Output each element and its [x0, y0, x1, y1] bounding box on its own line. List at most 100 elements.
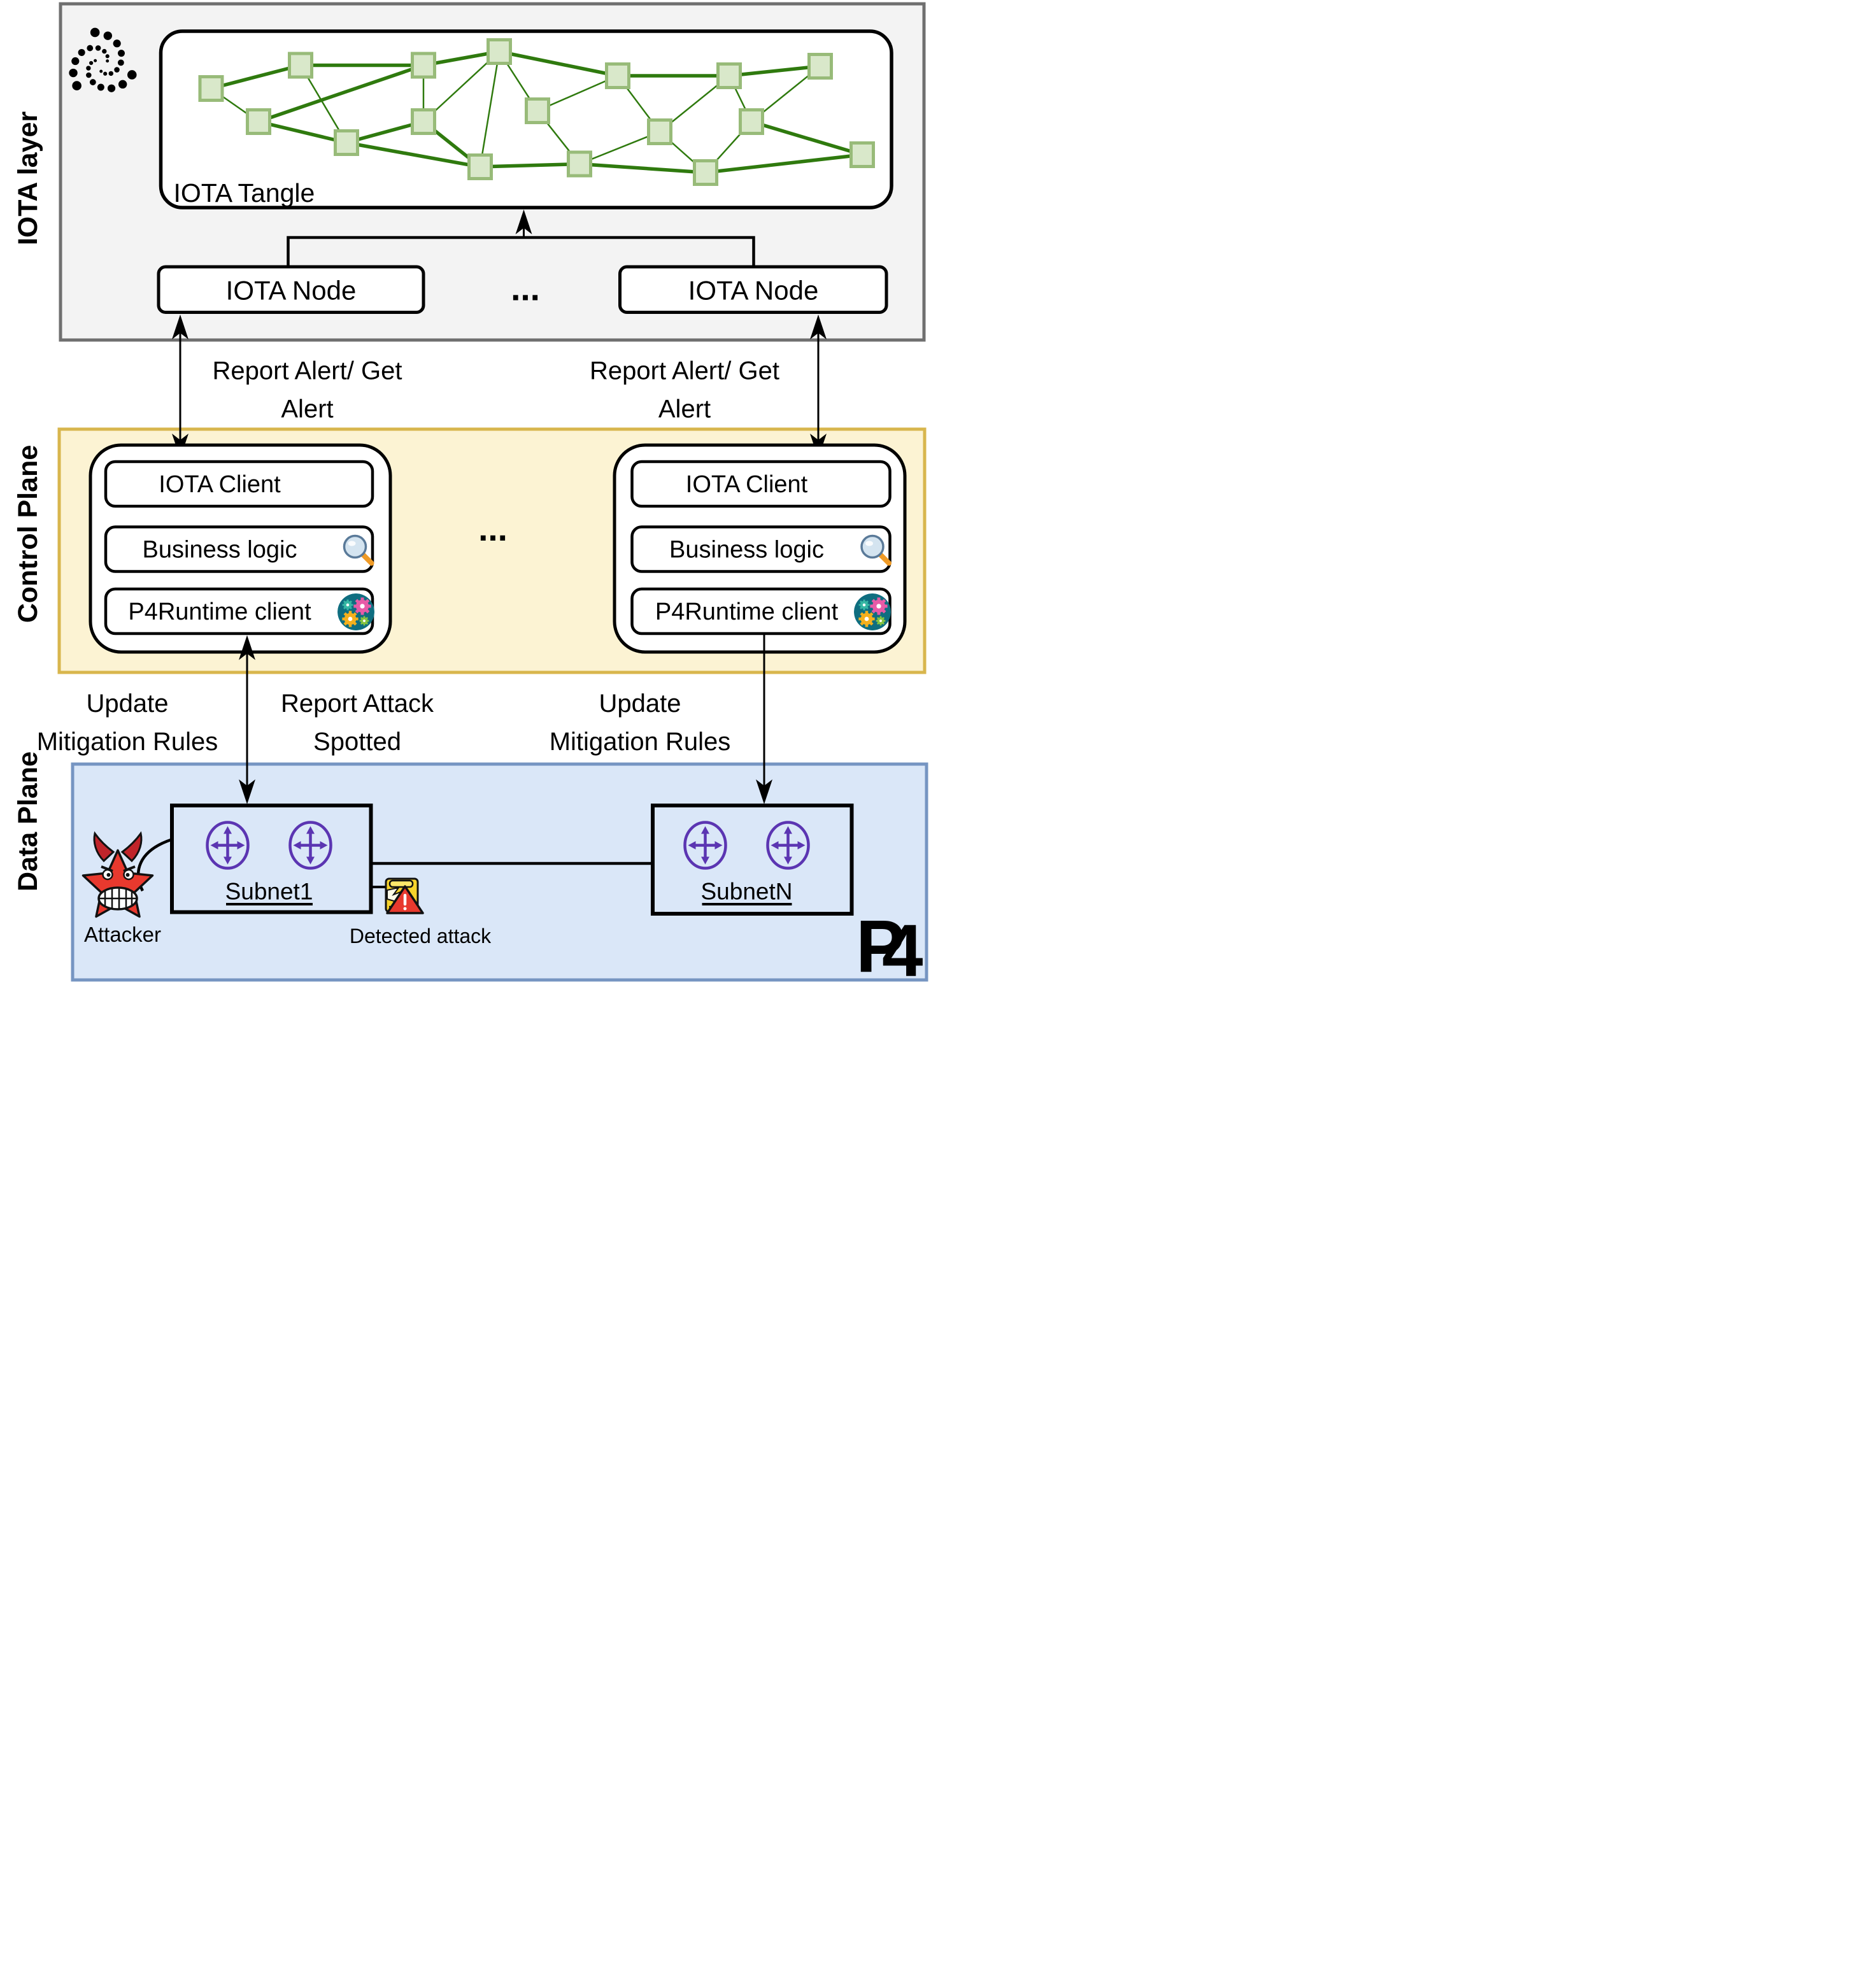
tangle-edge [258, 120, 347, 145]
attacker-pupil-left [106, 873, 111, 877]
arrow-report-alert-right [810, 315, 827, 458]
gears-icon [854, 593, 891, 630]
data-plane-label: Data Plane [13, 751, 43, 891]
controllers-ellipsis: ... [478, 509, 508, 548]
tangle-node [739, 108, 764, 135]
tangle-edge [728, 64, 821, 78]
tangle-node [411, 108, 436, 135]
p4runtime-left-label: P4Runtime client [128, 599, 311, 625]
arrow-update-report-left [239, 635, 255, 804]
tangle-node [716, 62, 742, 89]
tangle-edge [480, 162, 580, 169]
iota-node-box-left [157, 265, 425, 314]
iota-node-right-label: IOTA Node [688, 276, 819, 306]
tangle-edge [479, 51, 501, 167]
tangle-edge [346, 120, 424, 145]
router-icon [206, 821, 250, 870]
update-rules-right-line2: Mitigation Rules [550, 728, 731, 756]
router-icons [206, 821, 810, 870]
arrow-report-alert-left [172, 315, 188, 458]
gears-icon [338, 593, 374, 630]
subnetN-box [651, 804, 854, 916]
tangle-edge [705, 153, 863, 174]
tangle-edge [579, 131, 660, 165]
tangle-node [487, 38, 512, 65]
iota-tangle-title: IOTA Tangle [174, 178, 315, 208]
gears-icons [338, 593, 891, 630]
iota-logo-icon [69, 27, 137, 92]
tangle-node [605, 62, 630, 89]
attacker-label: Attacker [84, 923, 161, 946]
attacker-teeth [99, 888, 137, 909]
attacker-pupil-right [125, 873, 130, 877]
iota-layer-label: IOTA layer [13, 111, 43, 246]
tangle-edge [499, 50, 618, 78]
router-icon [683, 821, 727, 870]
router-icon [766, 821, 810, 870]
report-attack-line2: Spotted [313, 728, 401, 756]
nodes-to-tangle-bracket [287, 236, 755, 267]
iota-tangle-graph [198, 38, 875, 186]
attacker-icon [82, 831, 173, 918]
magnifier-icons [343, 534, 892, 566]
subnet1-box [170, 804, 373, 914]
diagram-canvas: IOTA layer Control Plane Data Plane IOTA… [13, 2, 928, 990]
iota-client-box-right [630, 460, 892, 508]
tangle-node [467, 153, 493, 180]
p4runtime-right-label: P4Runtime client [655, 599, 839, 625]
attacker-brow-right [123, 865, 136, 872]
iota-client-left-label: IOTA Client [159, 471, 281, 498]
tangle-node [411, 52, 436, 79]
iota-node-box-right [618, 265, 888, 314]
arrow-nodes-to-tangle [515, 209, 532, 238]
report-alert-right-line2: Alert [658, 395, 711, 423]
tangle-node [525, 97, 550, 124]
tangle-edge [210, 63, 301, 90]
business-logic-box-left [104, 525, 374, 573]
p4-logo-4: 4 [882, 909, 923, 990]
router-icon [288, 821, 332, 870]
warning-exclamation-dot [403, 907, 407, 911]
detected-attack-icon [371, 877, 424, 914]
update-rules-left-line2: Mitigation Rules [37, 728, 218, 756]
document-top-tab [388, 879, 414, 888]
tangle-node [647, 118, 672, 145]
control-plane-label: Control Plane [13, 445, 43, 623]
subnetN-label: SubnetN [701, 879, 793, 905]
tangle-edge [579, 162, 706, 174]
report-alert-right-line1: Report Alert/ Get [590, 357, 779, 385]
business-logic-box-right [630, 525, 892, 573]
magnifier-icon [860, 534, 892, 566]
tangle-node [849, 141, 875, 168]
tangle-node [198, 75, 224, 102]
tangle-node [246, 108, 271, 135]
tangle-edge [751, 120, 863, 157]
business-logic-right-label: Business logic [669, 537, 824, 564]
tangle-node [288, 52, 313, 79]
tangle-node [567, 150, 592, 178]
detected-attack-label: Detected attack [350, 925, 492, 947]
business-logic-left-label: Business logic [143, 537, 297, 564]
tangle-edge [537, 74, 618, 112]
magnifier-icon [343, 534, 374, 566]
iota-client-box-left [104, 460, 374, 508]
arrow-update-right [756, 634, 772, 804]
subnet1-label: Subnet1 [225, 879, 313, 905]
tangle-edge [346, 141, 481, 169]
iota-node-left-label: IOTA Node [226, 276, 357, 306]
tangle-node [334, 129, 359, 156]
update-rules-right-line1: Update [599, 690, 681, 718]
iota-nodes-ellipsis: ... [511, 269, 540, 308]
report-alert-left-line1: Report Alert/ Get [213, 357, 402, 385]
attacker-horn-right [120, 831, 143, 863]
attacker-horn-left [93, 831, 115, 863]
p4-logo: P 4 [856, 905, 923, 990]
update-rules-left-line1: Update [87, 690, 169, 718]
p4-logo-p: P [856, 905, 905, 988]
tangle-edge [258, 63, 424, 124]
tangle-node [807, 53, 833, 80]
attacker-brow-left [101, 865, 113, 872]
tangle-node [693, 159, 718, 186]
report-alert-left-line2: Alert [281, 395, 333, 423]
architecture-diagram: IOTA layer Control Plane Data Plane IOTA… [0, 0, 938, 990]
